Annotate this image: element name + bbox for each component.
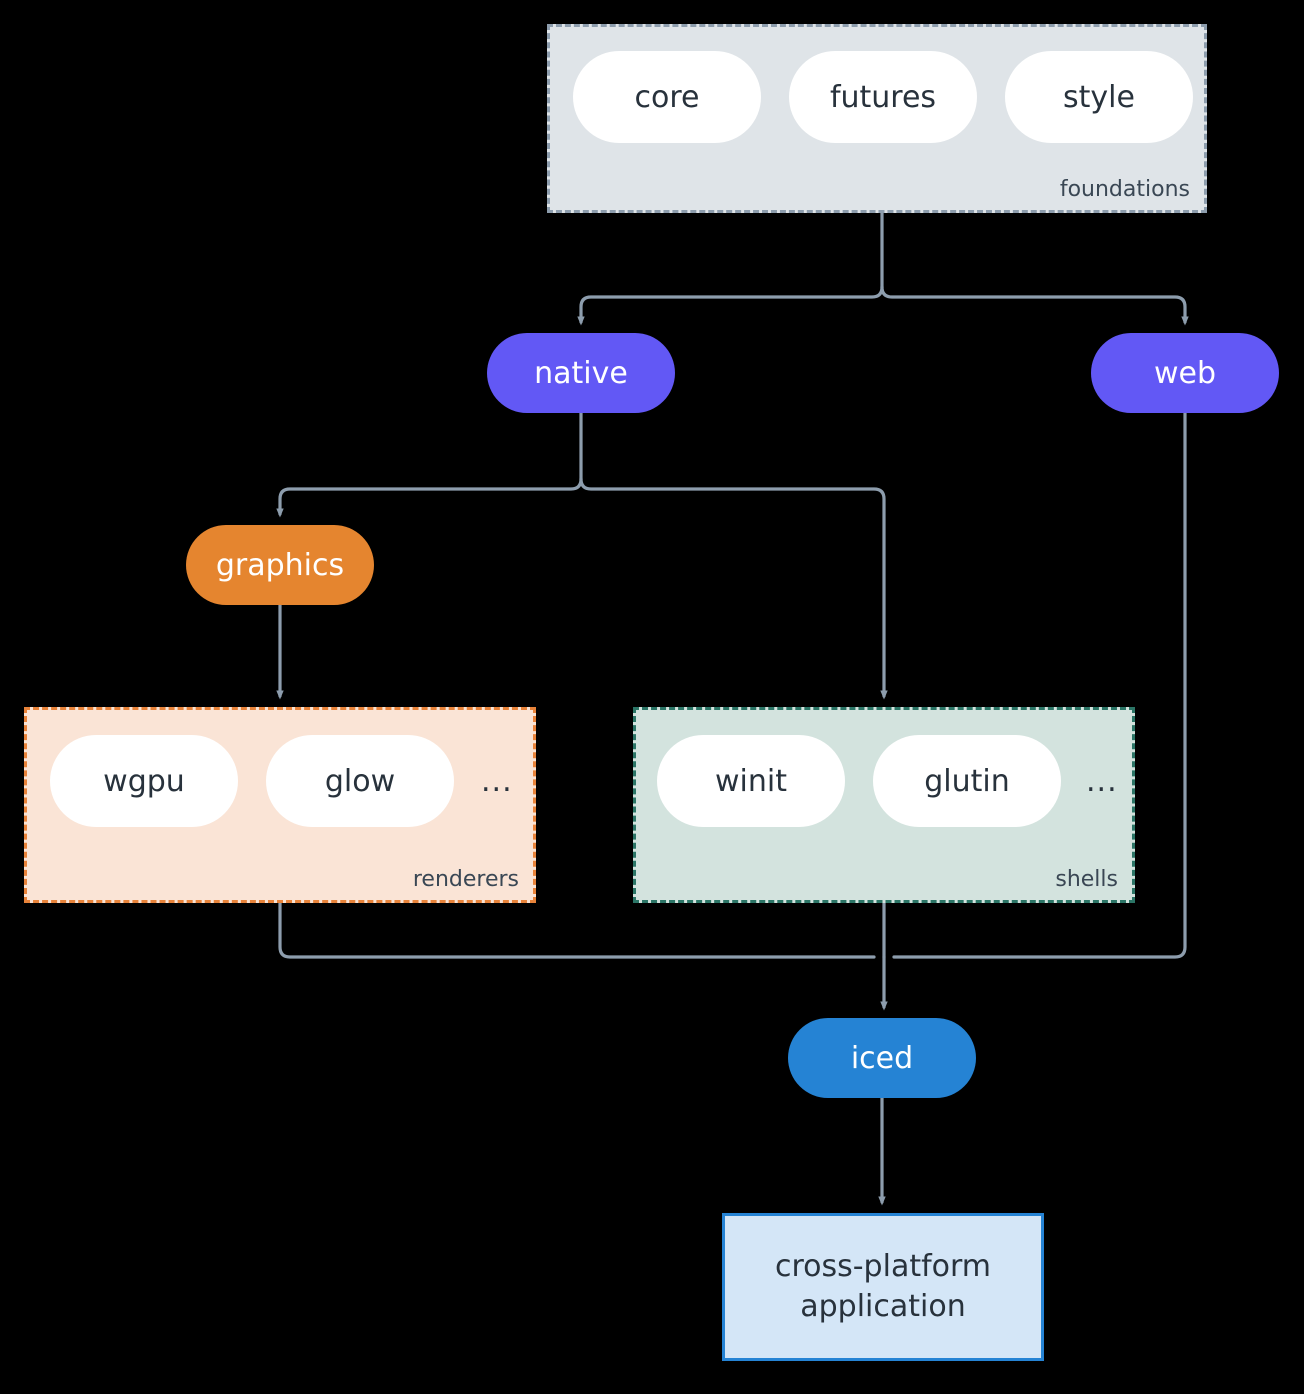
edge-renderers-to-iced bbox=[278, 901, 876, 959]
node-core[interactable]: core bbox=[573, 51, 761, 143]
node-native-label: native bbox=[534, 355, 628, 391]
node-glutin-label: glutin bbox=[924, 763, 1010, 799]
node-graphics-label: graphics bbox=[215, 547, 345, 583]
node-iced-label: iced bbox=[850, 1040, 914, 1076]
node-application-label-line1: cross-platform bbox=[774, 1248, 992, 1284]
group-shells-label: shells bbox=[1055, 867, 1118, 892]
node-glow-label: glow bbox=[324, 763, 396, 799]
node-application-label-line2: application bbox=[800, 1289, 966, 1324]
node-futures[interactable]: futures bbox=[789, 51, 977, 143]
edge-native-to-graphics bbox=[276, 477, 583, 518]
edge-web-to-iced bbox=[892, 411, 1187, 959]
node-graphics[interactable]: graphics bbox=[186, 525, 374, 605]
edge-foundations-to-web bbox=[880, 285, 1189, 326]
group-renderers-label: renderers bbox=[412, 867, 519, 892]
node-native[interactable]: native bbox=[487, 333, 675, 413]
node-style[interactable]: style bbox=[1005, 51, 1193, 143]
node-web[interactable]: web bbox=[1091, 333, 1279, 413]
node-style-label: style bbox=[1063, 79, 1135, 115]
node-wgpu[interactable]: wgpu bbox=[50, 735, 238, 827]
node-futures-label: futures bbox=[829, 79, 937, 115]
node-glutin[interactable]: glutin bbox=[873, 735, 1061, 827]
edge-native-to-shells bbox=[579, 477, 888, 700]
node-iced[interactable]: iced bbox=[788, 1018, 976, 1098]
shells-ellipsis: ... bbox=[1086, 764, 1118, 799]
node-core-label: core bbox=[634, 79, 700, 115]
edge-foundations-to-native bbox=[577, 285, 884, 326]
renderers-ellipsis: ... bbox=[481, 764, 513, 799]
node-winit-label: winit bbox=[715, 763, 787, 799]
node-winit[interactable]: winit bbox=[657, 735, 845, 827]
group-foundations-label: foundations bbox=[1059, 177, 1190, 202]
node-application[interactable]: cross-platform application bbox=[722, 1213, 1044, 1361]
node-wgpu-label: wgpu bbox=[103, 763, 185, 799]
node-glow[interactable]: glow bbox=[266, 735, 454, 827]
node-web-label: web bbox=[1153, 355, 1217, 391]
